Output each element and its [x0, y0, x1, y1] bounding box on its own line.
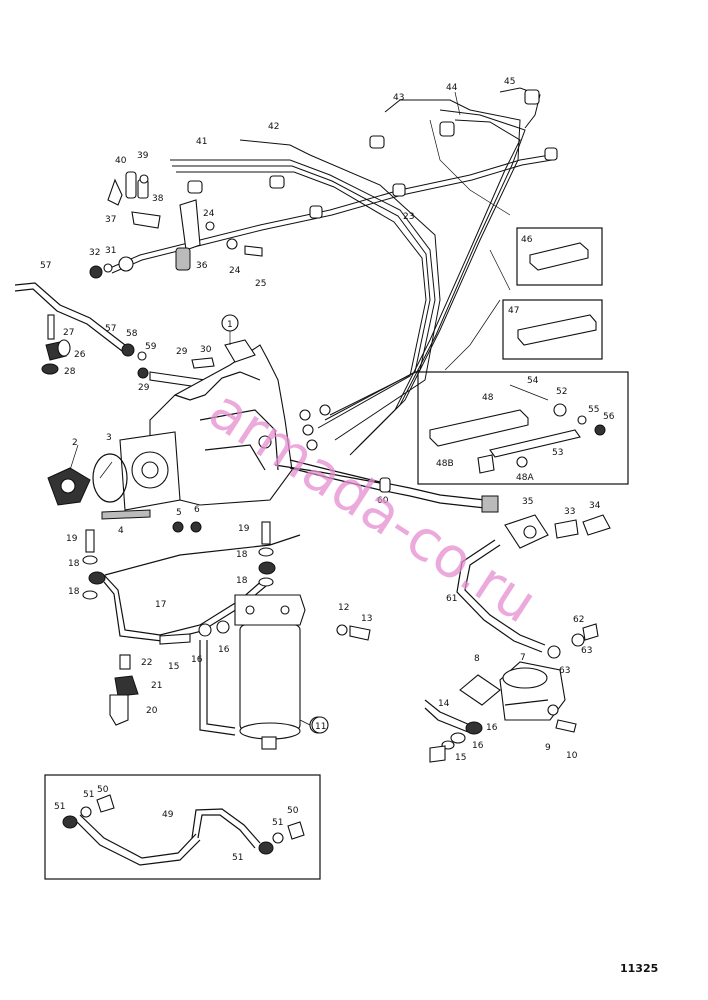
callout-29a: 29: [176, 347, 188, 357]
callout-56: 56: [603, 412, 615, 422]
callout-22: 22: [141, 658, 152, 668]
callout-20: 20: [146, 706, 158, 716]
callout-16b: 16: [218, 645, 230, 655]
callout-10: 10: [566, 751, 578, 761]
callout-48: 48: [482, 393, 494, 403]
callout-46: 46: [521, 235, 533, 245]
callout-40: 40: [115, 156, 127, 166]
callout-42: 42: [268, 122, 279, 132]
callout-circle-11: [311, 716, 329, 734]
callout-2: 2: [72, 438, 78, 448]
feed-pump: [424, 661, 577, 763]
callout-37: 37: [105, 215, 116, 225]
callout-15b: 15: [455, 753, 466, 763]
callout-35: 35: [522, 497, 533, 507]
callout-18c: 18: [236, 550, 248, 560]
callout-54: 54: [527, 376, 539, 386]
callout-63a: 63: [559, 666, 570, 676]
callout-59: 59: [145, 342, 157, 352]
callout-34: 34: [589, 501, 601, 511]
callout-17: 17: [155, 600, 166, 610]
callout-36: 36: [196, 261, 208, 271]
inset-clamps: [417, 227, 629, 485]
callout-51d: 51: [232, 853, 243, 863]
callout-60: 60: [377, 496, 389, 506]
callout-30: 30: [200, 345, 212, 355]
callout-49: 49: [162, 810, 174, 820]
callout-51c: 51: [272, 818, 283, 828]
callout-32: 32: [89, 248, 100, 258]
callout-5: 5: [176, 508, 182, 518]
callout-38: 38: [152, 194, 164, 204]
fuel-filter: [109, 594, 371, 750]
callout-61: 61: [446, 594, 457, 604]
callout-39: 39: [137, 151, 149, 161]
callout-47: 47: [508, 306, 519, 316]
callout-18b: 18: [68, 587, 80, 597]
callout-7: 7: [520, 653, 526, 663]
callout-28: 28: [64, 367, 76, 377]
callout-1: 1: [227, 320, 233, 330]
callout-51a: 51: [54, 802, 65, 812]
callout-62: 62: [573, 615, 584, 625]
callout-50b: 50: [287, 806, 299, 816]
injector-assembly: [89, 171, 263, 279]
callout-15a: 15: [168, 662, 179, 672]
callout-4: 4: [118, 526, 124, 536]
callout-31: 31: [105, 246, 116, 256]
leak-off-line: [14, 282, 215, 389]
callout-circle-1: [221, 314, 239, 332]
injection-pump: [47, 339, 381, 533]
callout-33: 33: [564, 507, 575, 517]
leader-lines: [69, 91, 511, 726]
callout-52: 52: [556, 387, 567, 397]
callout-14: 14: [438, 699, 450, 709]
callout-63b: 63: [581, 646, 592, 656]
callout-45: 45: [504, 77, 515, 87]
callout-3: 3: [106, 433, 112, 443]
callout-51b: 51: [83, 790, 94, 800]
callout-18d: 18: [236, 576, 248, 586]
callout-13: 13: [361, 614, 372, 624]
callout-26: 26: [74, 350, 86, 360]
callout-21: 21: [151, 681, 162, 691]
callout-55: 55: [588, 405, 599, 415]
callout-11: 11: [315, 722, 326, 732]
callout-41: 41: [196, 137, 207, 147]
callout-23: 23: [403, 212, 414, 222]
callout-57b: 57: [105, 324, 116, 334]
callout-57a: 57: [40, 261, 51, 271]
callout-8: 8: [474, 654, 480, 664]
callout-18a: 18: [68, 559, 80, 569]
return-line: [289, 459, 611, 659]
callout-16d: 16: [472, 741, 484, 751]
callout-24a: 24: [203, 209, 215, 219]
callout-9: 9: [545, 743, 551, 753]
callout-29b: 29: [138, 383, 150, 393]
callout-19b: 19: [238, 524, 250, 534]
callout-16c: 16: [486, 723, 498, 733]
callout-27: 27: [63, 328, 74, 338]
figure-number: 11325: [620, 962, 658, 975]
callout-6: 6: [194, 505, 200, 515]
callout-12: 12: [338, 603, 349, 613]
callout-53: 53: [552, 448, 563, 458]
callout-24b: 24: [229, 266, 241, 276]
inset-hose: [44, 774, 321, 880]
callout-labels: 1 2 3 4 5 6 7 8 9 10 11 12 13 14 15 15 1…: [40, 77, 615, 863]
callout-16a: 16: [191, 655, 203, 665]
callout-48b: 48B: [436, 459, 454, 469]
callout-48a: 48A: [516, 473, 534, 483]
callout-25: 25: [255, 279, 266, 289]
callout-58: 58: [126, 329, 138, 339]
callout-43: 43: [393, 93, 404, 103]
callout-50a: 50: [97, 785, 109, 795]
callout-19a: 19: [66, 534, 78, 544]
callout-44: 44: [446, 83, 458, 93]
